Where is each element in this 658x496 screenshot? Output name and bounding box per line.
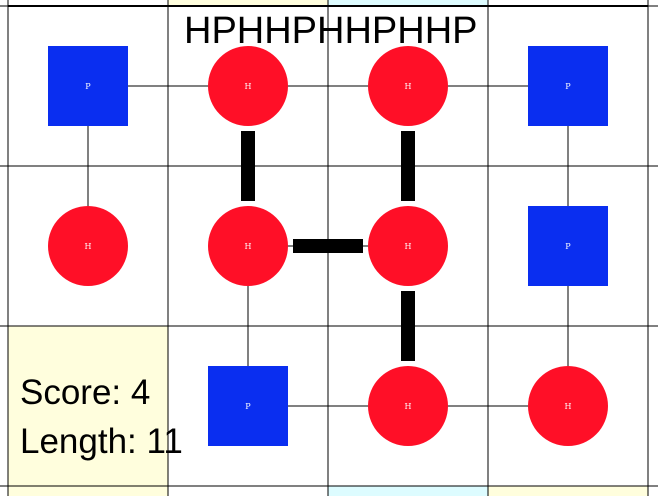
- lattice-cells: [8, 0, 648, 496]
- residue-label: H: [405, 82, 412, 91]
- residue-circle: [368, 206, 448, 286]
- edge-strip: [328, 0, 488, 6]
- hydrophobic-residue: H: [208, 46, 288, 126]
- length-label: Length: 11: [20, 422, 183, 461]
- residue-circle: [48, 206, 128, 286]
- edge-strip: [328, 486, 488, 496]
- residue-circle: [368, 366, 448, 446]
- residue-square: [528, 206, 608, 286]
- polar-residue: P: [208, 366, 288, 446]
- hydrophobic-residue: H: [208, 206, 288, 286]
- residue-label: H: [565, 402, 572, 411]
- hydrophobic-residue: H: [368, 206, 448, 286]
- residues: H P H H P P H H P H H: [48, 46, 608, 446]
- hydrophobic-residue: H: [368, 46, 448, 126]
- residue-label: P: [85, 82, 91, 91]
- hh-contact-bar: [293, 239, 363, 253]
- residue-label: H: [405, 402, 412, 411]
- residue-label: H: [405, 242, 412, 251]
- residue-label: P: [245, 402, 251, 411]
- hh-contacts: [241, 131, 415, 361]
- residue-square: [48, 46, 128, 126]
- sequence-title: HPHHPHHPHHP: [184, 10, 478, 52]
- score-label: Score: 4: [20, 373, 151, 412]
- edge-strip: [168, 0, 328, 6]
- hh-contact-bar: [401, 291, 415, 361]
- polar-residue: P: [48, 46, 128, 126]
- residue-circle: [208, 46, 288, 126]
- edge-strip: [488, 486, 648, 496]
- polar-residue: P: [528, 46, 608, 126]
- hh-contact-bar: [401, 131, 415, 201]
- residue-label: P: [565, 82, 571, 91]
- residue-square: [528, 46, 608, 126]
- residue-label: H: [85, 242, 92, 251]
- edge-strip: [8, 486, 168, 496]
- residue-label: P: [565, 242, 571, 251]
- hydrophobic-residue: H: [528, 366, 608, 446]
- residue-label: H: [245, 242, 252, 251]
- residue-square: [208, 366, 288, 446]
- hydrophobic-residue: H: [368, 366, 448, 446]
- residue-circle: [368, 46, 448, 126]
- hydrophobic-residue: H: [48, 206, 128, 286]
- highlight-cell: [8, 326, 168, 486]
- residue-circle: [208, 206, 288, 286]
- residue-label: H: [245, 82, 252, 91]
- residue-circle: [528, 366, 608, 446]
- hh-contact-bar: [241, 131, 255, 201]
- polar-residue: P: [528, 206, 608, 286]
